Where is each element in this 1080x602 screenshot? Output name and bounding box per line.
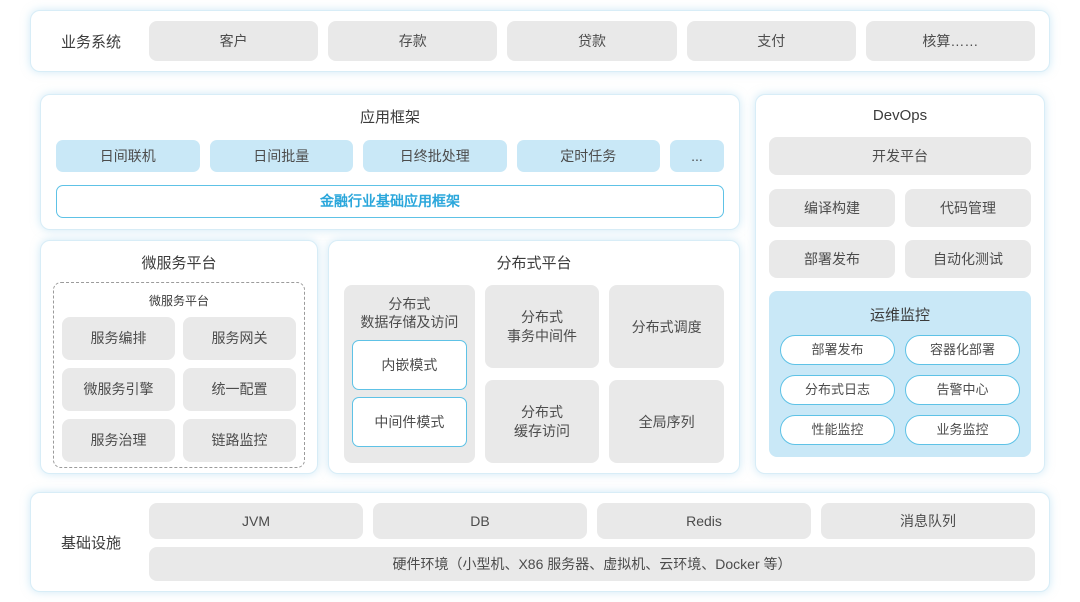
dev-platform-box: 开发平台 (769, 137, 1031, 175)
distributed-column-3: 分布式调度 全局序列 (609, 285, 725, 463)
infra-item-db: DB (373, 503, 587, 539)
infrastructure-items-row: JVM DB Redis 消息队列 (149, 503, 1035, 539)
monitor-item-alert-center: 告警中心 (905, 375, 1020, 405)
devops-panel: DevOps 开发平台 编译构建 代码管理 部署发布 自动化测试 运维监控 部署… (755, 94, 1045, 474)
microservice-item-config: 统一配置 (183, 368, 296, 411)
monitor-item-performance: 性能监控 (780, 415, 895, 445)
distributed-column-2: 分布式 事务中间件 分布式 缓存访问 (484, 285, 600, 463)
microservice-item-orchestration: 服务编排 (62, 317, 175, 360)
storage-mode-embedded: 内嵌模式 (352, 340, 467, 391)
chip-scheduled-task: 定时任务 (516, 140, 660, 172)
microservice-inner-label: 微服务平台 (148, 294, 209, 308)
infrastructure-body: JVM DB Redis 消息队列 硬件环境（小型机、X86 服务器、虚拟机、云… (149, 503, 1035, 581)
devops-item-auto-test: 自动化测试 (905, 240, 1031, 278)
devops-item-build: 编译构建 (769, 189, 895, 227)
chip-daytime-batch: 日间批量 (209, 140, 353, 172)
ops-monitor-grid: 部署发布 容器化部署 分布式日志 告警中心 性能监控 业务监控 (780, 335, 1020, 445)
ops-monitor-title: 运维监控 (869, 307, 930, 324)
business-item-customer: 客户 (149, 21, 319, 61)
microservice-platform-title: 微服务平台 (141, 255, 217, 272)
hardware-environment-bar: 硬件环境（小型机、X86 服务器、虚拟机、云环境、Docker 等） (149, 547, 1035, 581)
monitor-item-business: 业务监控 (905, 415, 1020, 445)
infra-item-mq: 消息队列 (821, 503, 1035, 539)
business-layer-panel: 业务系统 客户 存款 贷款 支付 核算…… (30, 10, 1050, 72)
distributed-scheduling: 分布式调度 (609, 285, 725, 368)
distributed-transaction-middleware: 分布式 事务中间件 (484, 285, 600, 368)
devops-item-deploy: 部署发布 (769, 240, 895, 278)
devops-item-code-mgmt: 代码管理 (905, 189, 1031, 227)
microservice-item-governance: 服务治理 (62, 419, 175, 462)
distributed-storage-label: 分布式 数据存储及访问 (360, 296, 459, 331)
business-items-row: 客户 存款 贷款 支付 核算…… (149, 21, 1036, 61)
storage-mode-middleware: 中间件模式 (352, 397, 467, 448)
distributed-platform-panel: 分布式平台 分布式 数据存储及访问 内嵌模式 中间件模式 分布式 事务中间件 分… (328, 240, 740, 474)
ops-monitor-panel: 运维监控 部署发布 容器化部署 分布式日志 告警中心 性能监控 业务监控 (769, 291, 1031, 457)
chip-eod-batch: 日终批处理 (363, 140, 507, 172)
app-framework-title: 应用框架 (359, 109, 420, 126)
business-item-accounting: 核算…… (865, 21, 1036, 61)
devops-title: DevOps (872, 107, 928, 124)
monitor-item-deploy: 部署发布 (780, 335, 895, 365)
app-framework-chips: 日间联机 日间批量 日终批处理 定时任务 ... (41, 140, 739, 172)
chip-daytime-online: 日间联机 (56, 140, 200, 172)
infrastructure-label: 基础设施 (60, 534, 121, 552)
distributed-storage-box: 分布式 数据存储及访问 内嵌模式 中间件模式 (344, 285, 475, 463)
microservice-item-engine: 微服务引擎 (62, 368, 175, 411)
business-layer-label: 业务系统 (60, 33, 121, 51)
business-item-deposit: 存款 (328, 21, 498, 61)
app-framework-panel: 应用框架 日间联机 日间批量 日终批处理 定时任务 ... 金融行业基础应用框架 (40, 94, 740, 230)
financial-base-framework-bar: 金融行业基础应用框架 (56, 185, 724, 218)
microservice-platform-panel: 微服务平台 微服务平台 服务编排 服务网关 微服务引擎 统一配置 服务治理 链路… (40, 240, 318, 474)
microservice-grid: 服务编排 服务网关 微服务引擎 统一配置 服务治理 链路监控 (62, 317, 296, 462)
microservice-item-tracing: 链路监控 (183, 419, 296, 462)
monitor-item-container-deploy: 容器化部署 (905, 335, 1020, 365)
infrastructure-panel: 基础设施 JVM DB Redis 消息队列 硬件环境（小型机、X86 服务器、… (30, 492, 1050, 592)
business-item-loan: 贷款 (507, 21, 677, 61)
business-item-payment: 支付 (686, 21, 856, 61)
global-sequence: 全局序列 (609, 380, 725, 463)
distributed-columns: 分布式 数据存储及访问 内嵌模式 中间件模式 分布式 事务中间件 分布式 缓存访… (329, 285, 739, 463)
devops-grid: 编译构建 代码管理 部署发布 自动化测试 (769, 189, 1031, 278)
chip-more: ... (670, 140, 724, 172)
distributed-cache-access: 分布式 缓存访问 (484, 380, 600, 463)
monitor-item-distributed-log: 分布式日志 (780, 375, 895, 405)
infra-item-jvm: JVM (149, 503, 363, 539)
infra-item-redis: Redis (597, 503, 811, 539)
microservice-inner-box: 微服务平台 服务编排 服务网关 微服务引擎 统一配置 服务治理 链路监控 (53, 282, 305, 468)
distributed-platform-title: 分布式平台 (496, 255, 572, 272)
microservice-item-gateway: 服务网关 (183, 317, 296, 360)
